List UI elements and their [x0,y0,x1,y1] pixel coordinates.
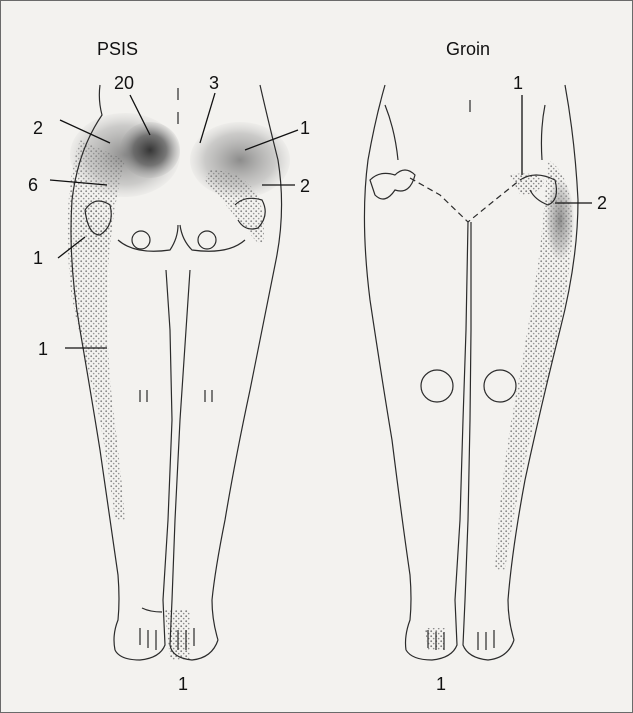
label-mid-right: 2 [300,176,310,196]
right-title: Groin [446,39,490,59]
left-footer: 1 [178,674,188,694]
right-pain-shading [425,160,574,650]
label-groin-2: 2 [597,193,607,213]
right-figure-anterior: Groin 1 2 1 [364,39,607,694]
label-20: 20 [114,73,134,93]
label-hip-left: 1 [33,248,43,268]
label-groin-1: 1 [513,73,523,93]
label-6: 6 [28,175,38,195]
label-upper-right: 1 [300,118,310,138]
label-thigh-left: 1 [38,339,48,359]
left-pain-shading [68,113,291,660]
right-footer: 1 [436,674,446,694]
left-figure-posterior: PSIS 20 3 2 1 6 2 1 1 1 [28,39,310,694]
left-title: PSIS [97,39,138,59]
label-3: 3 [209,73,219,93]
label-upper-left: 2 [33,118,43,138]
